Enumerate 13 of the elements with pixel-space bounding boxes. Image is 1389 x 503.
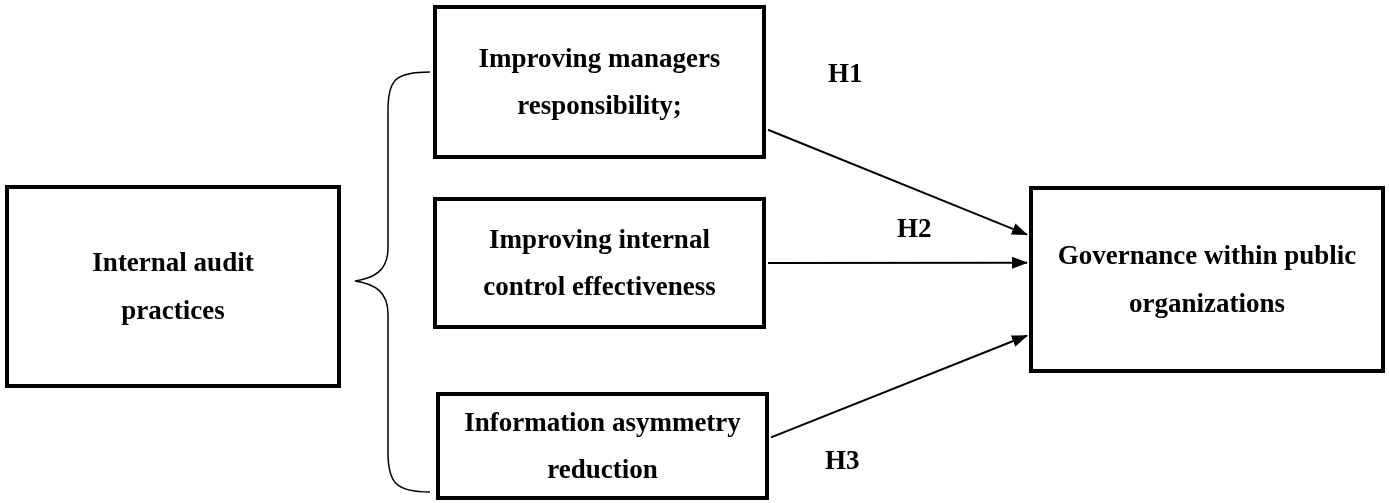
concept-box [5, 185, 341, 388]
concept-box [433, 5, 766, 159]
box-text: Information asymmetry reduction [463, 405, 742, 486]
box-text: Internal audit practices [91, 246, 255, 327]
concept-box [433, 197, 766, 329]
box-text: Improving internal control effectiveness [482, 222, 717, 303]
arrow [767, 128, 1028, 236]
box-text: Improving managers responsibility; [477, 41, 722, 122]
concept-box [436, 392, 769, 500]
concept-box [1029, 186, 1385, 373]
arrow [767, 256, 1028, 269]
arrow [770, 334, 1028, 439]
box-text: Governance within public organizations [1057, 239, 1357, 320]
